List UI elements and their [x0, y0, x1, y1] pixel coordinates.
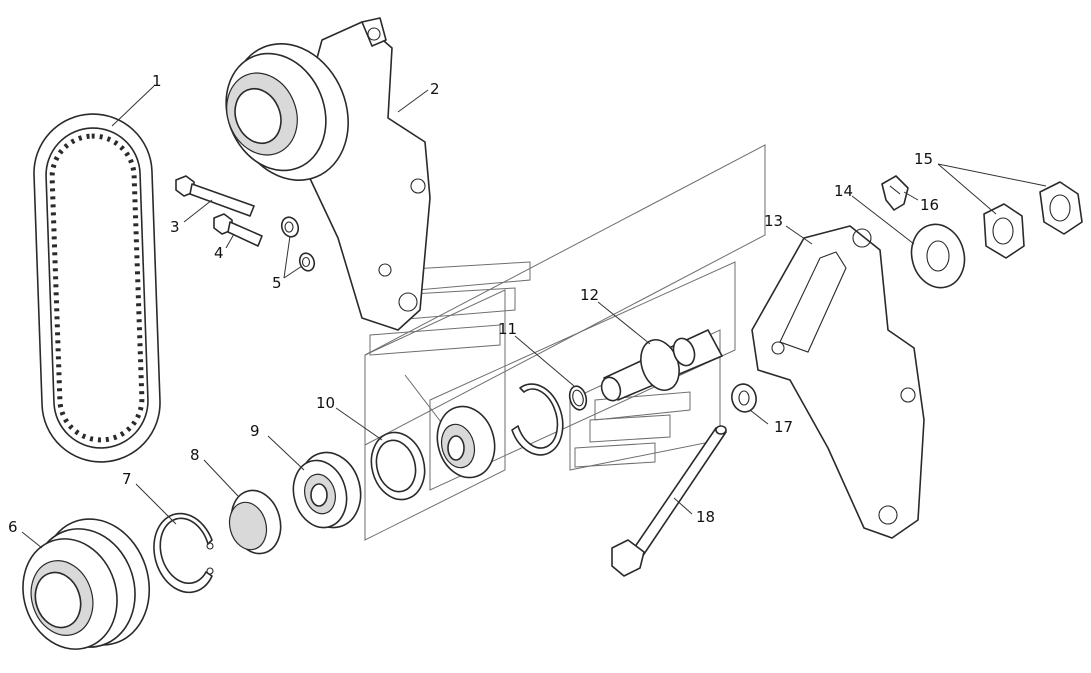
- callout-13: 13: [764, 212, 783, 230]
- callout-7: 7: [122, 470, 132, 488]
- exploded-view-guides: [364, 144, 766, 541]
- part-6-drive-pulley: [22, 518, 151, 650]
- part-11-snap-ring: [511, 383, 588, 456]
- part-8-spacer: [228, 489, 282, 555]
- part-3-bolt: [175, 175, 255, 217]
- callout-17: 17: [774, 418, 793, 436]
- callout-3: 3: [170, 218, 180, 236]
- callout-10: 10: [316, 394, 335, 412]
- callout-15: 15: [914, 150, 933, 168]
- callout-14: 14: [834, 182, 853, 200]
- part-5-washers: [280, 216, 316, 272]
- part-15-nut-b: [1039, 181, 1083, 235]
- callout-1: 1: [152, 72, 162, 90]
- part-14-washer: [910, 223, 966, 289]
- callout-5: 5: [272, 274, 282, 292]
- part-17-washer: [731, 383, 757, 413]
- callout-18: 18: [696, 508, 715, 526]
- callout-6: 6: [8, 518, 18, 536]
- callout-9: 9: [250, 422, 260, 440]
- part-2-tensioner-arm: [225, 17, 431, 331]
- leader-lines: [21, 85, 1047, 549]
- callout-2: 2: [430, 80, 440, 98]
- part-16-clip: [881, 175, 909, 211]
- callout-16: 16: [920, 196, 939, 214]
- callout-labels: 1 2 3 4 5 6 7 8 9 10 11 12 13 14 15 16 1…: [8, 72, 939, 536]
- part-7-retaining-ring: [153, 512, 214, 594]
- part-13-mounting-bracket: [751, 225, 925, 539]
- callout-8: 8: [190, 446, 200, 464]
- callout-11: 11: [498, 320, 517, 338]
- part-18-long-bolt: [611, 425, 727, 577]
- part-12-axle-shaft: [600, 329, 723, 402]
- callout-12: 12: [580, 286, 599, 304]
- part-9-bearing: [292, 451, 362, 529]
- part-4-bolt: [213, 213, 263, 247]
- callout-4: 4: [214, 244, 224, 262]
- part-1-toothed-belt: [33, 113, 161, 463]
- hub-bearing-assembly: [436, 405, 496, 479]
- part-10-seal-ring: [370, 431, 426, 501]
- part-15-nut-a: [983, 203, 1025, 259]
